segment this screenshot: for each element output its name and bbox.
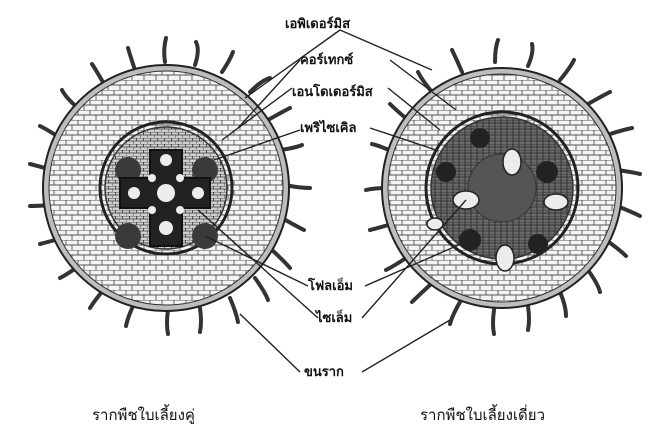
label-cortex: คอร์เทกซ์	[300, 52, 353, 68]
part-labels: เอพิเดอร์มิส คอร์เทกซ์ เอนโดเดอร์มิส เพร…	[285, 16, 373, 380]
caption-monocot-root: รากพืชใบเลี้ยงเดี่ยว	[420, 404, 545, 424]
dicot-root-cross-section	[30, 38, 310, 334]
label-epidermis: เอพิเดอร์มิส	[285, 16, 350, 32]
label-xylem: ไซเล็ม	[314, 308, 352, 326]
label-phloem: โฟลเอ็ม	[307, 276, 353, 294]
monocot-pith	[468, 154, 536, 222]
label-root-hair: ขนราก	[304, 365, 344, 380]
caption-dicot-root: รากพืชใบเลี้ยงคู่	[92, 404, 195, 424]
label-pericycle: เพริไซเคิล	[300, 119, 356, 136]
label-endodermis: เอนโดเดอร์มิส	[292, 83, 373, 100]
monocot-root-cross-section	[366, 40, 640, 334]
